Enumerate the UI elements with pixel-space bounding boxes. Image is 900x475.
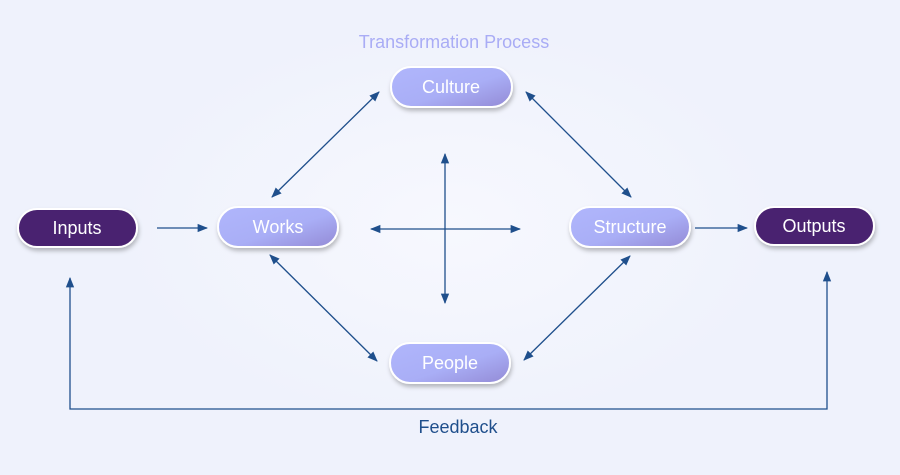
feedback-loop-arrow bbox=[65, 270, 832, 410]
node-people[interactable]: People bbox=[389, 342, 511, 384]
diagram-title: Transformation Process bbox=[359, 32, 549, 52]
node-structure[interactable]: Structure bbox=[569, 206, 691, 248]
node-outputs[interactable]: Outputs bbox=[754, 206, 875, 246]
node-inputs-label: Inputs bbox=[52, 218, 101, 238]
node-works-label: Works bbox=[253, 217, 304, 237]
node-structure-label: Structure bbox=[593, 217, 666, 237]
node-culture-label: Culture bbox=[422, 77, 480, 97]
node-people-label: People bbox=[422, 353, 478, 373]
node-culture[interactable]: Culture bbox=[390, 66, 513, 108]
node-outputs-label: Outputs bbox=[782, 216, 845, 236]
arrow-works-culture bbox=[271, 91, 380, 198]
arrow-culture-structure bbox=[525, 91, 632, 198]
feedback-label: Feedback bbox=[418, 417, 498, 437]
node-inputs[interactable]: Inputs bbox=[17, 208, 138, 248]
node-works[interactable]: Works bbox=[217, 206, 339, 248]
